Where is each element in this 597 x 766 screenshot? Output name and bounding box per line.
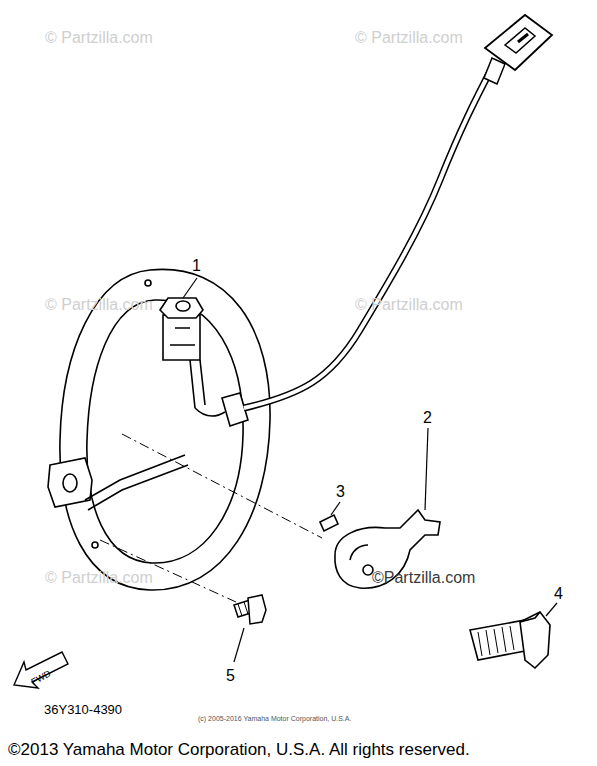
bolt-4 bbox=[520, 612, 550, 668]
stator-assembly bbox=[170, 328, 195, 345]
watermark: ©Partzilla.com bbox=[372, 570, 475, 586]
watermark: © Partzilla.com bbox=[45, 30, 153, 46]
stator-assembly bbox=[163, 315, 200, 360]
wire-harness bbox=[505, 28, 535, 53]
center-lines bbox=[122, 434, 322, 538]
wire-harness bbox=[244, 62, 495, 408]
stator-assembly bbox=[145, 280, 151, 286]
copyright-note: (c) 2005-2016 Yamaha Motor Corporation, … bbox=[198, 715, 351, 722]
callout-number: 3 bbox=[336, 484, 345, 500]
stator-assembly bbox=[63, 474, 77, 492]
wire-harness bbox=[244, 62, 495, 408]
wire-harness bbox=[484, 58, 505, 84]
watermark: © Partzilla.com bbox=[355, 297, 463, 313]
stator-assembly bbox=[87, 300, 243, 563]
bolt-4 bbox=[470, 612, 550, 668]
stator-assembly bbox=[85, 455, 188, 510]
stator-assembly bbox=[92, 542, 98, 548]
bolt-4 bbox=[478, 626, 514, 656]
stator-assembly bbox=[48, 269, 270, 590]
parts-2-3 bbox=[363, 565, 373, 575]
callout-number: 5 bbox=[226, 668, 235, 684]
bolt-4 bbox=[520, 612, 540, 622]
leader-lines bbox=[183, 278, 197, 298]
watermark: © Partzilla.com bbox=[355, 30, 463, 46]
callout-number: 2 bbox=[423, 410, 432, 426]
leader-lines bbox=[425, 428, 428, 510]
callout-number: 4 bbox=[554, 586, 563, 602]
leader-lines bbox=[546, 603, 557, 616]
watermark: © Partzilla.com bbox=[45, 570, 153, 586]
leader-lines bbox=[234, 628, 244, 662]
stator-assembly bbox=[190, 360, 205, 408]
diagram-code: 36Y310-4390 bbox=[44, 703, 122, 716]
stator-assembly bbox=[222, 393, 248, 426]
parts-2-3 bbox=[350, 545, 368, 560]
watermark: © Partzilla.com bbox=[45, 297, 153, 313]
wire-harness bbox=[518, 34, 528, 42]
stator-assembly bbox=[195, 408, 225, 416]
wire-harness bbox=[485, 15, 552, 70]
fwd-arrow bbox=[14, 652, 68, 688]
stator-assembly bbox=[176, 301, 190, 311]
callout-number: 1 bbox=[192, 258, 201, 274]
screw-5 bbox=[238, 602, 248, 616]
parts-2-3 bbox=[320, 515, 338, 531]
screw-5 bbox=[234, 595, 266, 624]
fwd-arrow bbox=[14, 652, 68, 688]
stator-assembly bbox=[160, 298, 203, 318]
copyright-line: ©2013 Yamaha Motor Corporation, U.S.A. A… bbox=[8, 741, 470, 758]
screw-5 bbox=[248, 595, 266, 624]
leader-lines bbox=[183, 278, 557, 662]
wire-harness bbox=[244, 15, 552, 408]
leader-lines bbox=[331, 502, 340, 515]
stator-assembly bbox=[60, 269, 270, 590]
